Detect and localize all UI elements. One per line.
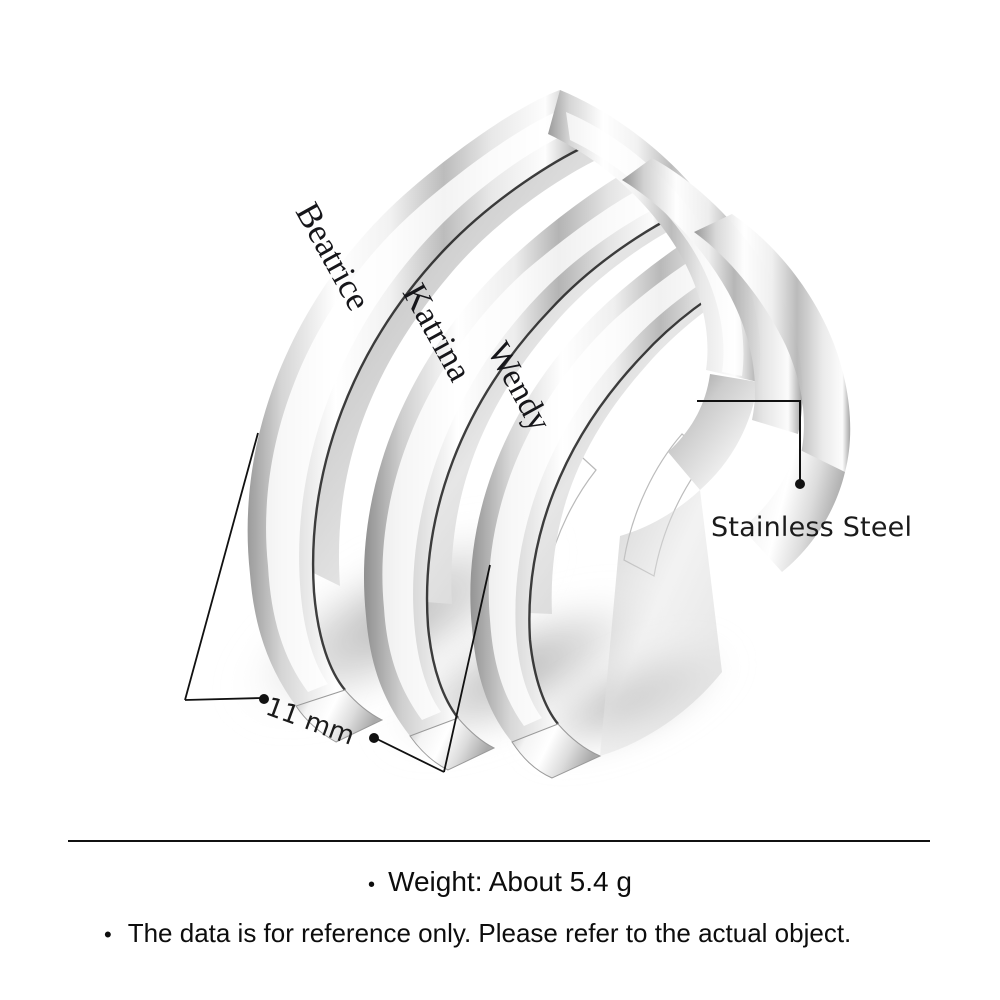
material-label: Stainless Steel (711, 512, 913, 543)
bullet-icon: • (368, 874, 376, 896)
dimension-bracket (184, 432, 491, 773)
product-image: Beatrice Katrina Wendy Stainless Steel 1… (184, 90, 913, 779)
ring-band-1 (247, 90, 596, 743)
ring-band-2 (363, 158, 682, 771)
spec-note-text: The data is for reference only. Please r… (127, 918, 852, 948)
spec-weight: • Weight: About 5.4 g (0, 866, 1000, 898)
divider (68, 840, 930, 842)
material-leader-line (697, 400, 805, 489)
ring-illustration (184, 90, 851, 779)
ring-open-ends (548, 90, 851, 756)
spec-list: • Weight: About 5.4 g • The data is for … (0, 858, 1000, 949)
spec-note: • The data is for reference only. Please… (0, 918, 1000, 949)
bullet-icon: • (104, 922, 112, 947)
spec-weight-text: Weight: About 5.4 g (388, 866, 632, 897)
